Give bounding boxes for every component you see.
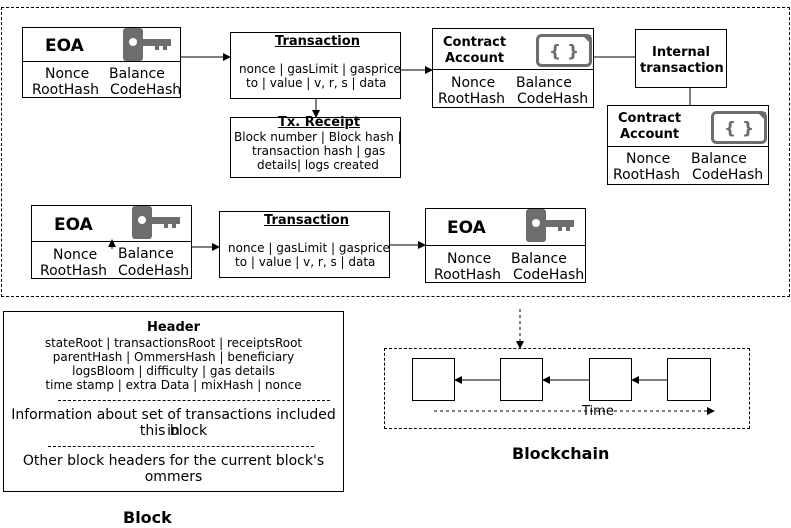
bottom-transaction-fields-line2: to | value | v, r, s | data [235,255,376,269]
contract2-balance: Balance [691,151,747,167]
block-caption: Block [123,508,172,527]
top-eoa-box: EOA Nonce Balance RootHash CodeHash [22,27,181,98]
eoa-sender-divider [32,241,191,242]
contract2-divider [608,146,768,147]
eoa-sender-balance: Balance [118,246,174,262]
curly-braces-icon: { } [536,34,592,67]
eoa-receiver-roothash: RootHash [434,267,501,283]
contract2-codehash: CodeHash [692,167,764,183]
header-line4: time stamp | extra Data | mixHash | nonc… [45,378,302,392]
contract-account-2-box: Contract Account { } Nonce Balance RootH… [607,105,769,185]
contract-roothash: RootHash [438,91,505,107]
chain-block-2 [500,358,543,401]
eoa-sender-codehash: CodeHash [118,263,190,279]
tx-receipt-box: Tx. Receipt Block number | Block hash | … [230,115,402,178]
bottom-transaction-title: Transaction [264,213,349,228]
header-line3: logsBloom | difficulty | gas details [72,364,275,378]
contract-nonce: Nonce [451,75,496,91]
contract-codehash: CodeHash [517,91,589,107]
ommers-info-line1: Other block headers for the current bloc… [22,453,325,469]
eoa-title: EOA [45,36,84,56]
contract-account-box: Contract Account { } Nonce Balance RootH… [432,28,594,108]
bottom-transaction-fields-line1: nonce | gasLimit | gasprice [228,241,390,255]
header-line2: parentHash | OmmersHash | beneficiary [52,350,295,364]
contract-title-line2: Account [445,51,505,66]
chain-block-1 [412,358,455,401]
internal-transaction-line2: transaction [640,61,724,76]
internal-transaction-box: Internal transaction [635,29,727,88]
time-label: Time [581,404,615,419]
top-transaction-box: Transaction nonce | gasLimit | gasprice … [230,32,401,99]
eoa-codehash: CodeHash [110,82,182,98]
key-icon [123,28,171,61]
chain-block-4 [667,358,711,401]
eoa-receiver-title: EOA [447,218,486,238]
header-line1: stateRoot | transactionsRoot | receiptsR… [44,336,303,350]
bottom-eoa-sender-box: EOA Nonce Balance RootHash CodeHash [31,205,192,279]
contract2-roothash: RootHash [613,167,680,183]
contract2-title-line1: Contract [618,111,682,126]
eoa-receiver-codehash: CodeHash [513,267,585,283]
eoa-roothash: RootHash [32,82,99,98]
header-title: Header [146,320,200,335]
eoa-sender-roothash: RootHash [40,263,107,279]
bottom-transaction-box: Transaction nonce | gasLimit | gasprice … [219,211,390,278]
blockchain-box [384,348,750,429]
receipt-line3: details| logs created [257,158,379,172]
block-box: Header stateRoot | transactionsRoot | re… [3,311,344,492]
transactions-info-line2: this block [139,423,208,439]
contract-balance: Balance [516,75,572,91]
svg-text:{ }: { } [724,119,754,139]
contract-divider [433,69,593,70]
blockchain-caption: Blockchain [512,444,610,463]
transactions-info-line1: Information about set of transactions in… [11,407,336,439]
ommers-info-line2: ommers [144,469,203,485]
eoa-sender-title: EOA [54,215,93,235]
curly-braces-icon: { } [711,111,767,144]
eoa-divider [23,61,180,62]
eoa-balance: Balance [109,66,165,82]
block-separator-2 [48,446,314,447]
receipt-line1: Block number | Block hash | [234,130,402,144]
eoa-receiver-balance: Balance [511,251,567,267]
svg-text:{ }: { } [549,42,579,62]
eoa-nonce: Nonce [45,66,90,82]
chain-block-3 [589,358,632,401]
internal-transaction-line1: Internal [652,45,711,60]
transaction-title: Transaction [275,34,360,49]
eoa-sender-nonce: Nonce [53,247,98,263]
contract-title-line1: Contract [443,35,507,50]
key-icon [132,206,180,239]
transaction-fields-line2: to | value | v, r, s | data [246,76,387,90]
eoa-receiver-divider [426,245,585,246]
block-separator-1 [58,400,330,401]
eoa-receiver-nonce: Nonce [447,251,492,267]
key-icon [526,209,574,242]
state-region [1,7,790,297]
transaction-fields-line1: nonce | gasLimit | gasprice [239,62,401,76]
contract2-title-line2: Account [620,127,680,142]
receipt-line2: transaction hash | gas [252,144,386,158]
bottom-eoa-receiver-box: EOA Nonce Balance RootHash CodeHash [425,208,586,283]
receipt-title: Tx. Receipt [278,115,361,130]
contract2-nonce: Nonce [626,151,671,167]
